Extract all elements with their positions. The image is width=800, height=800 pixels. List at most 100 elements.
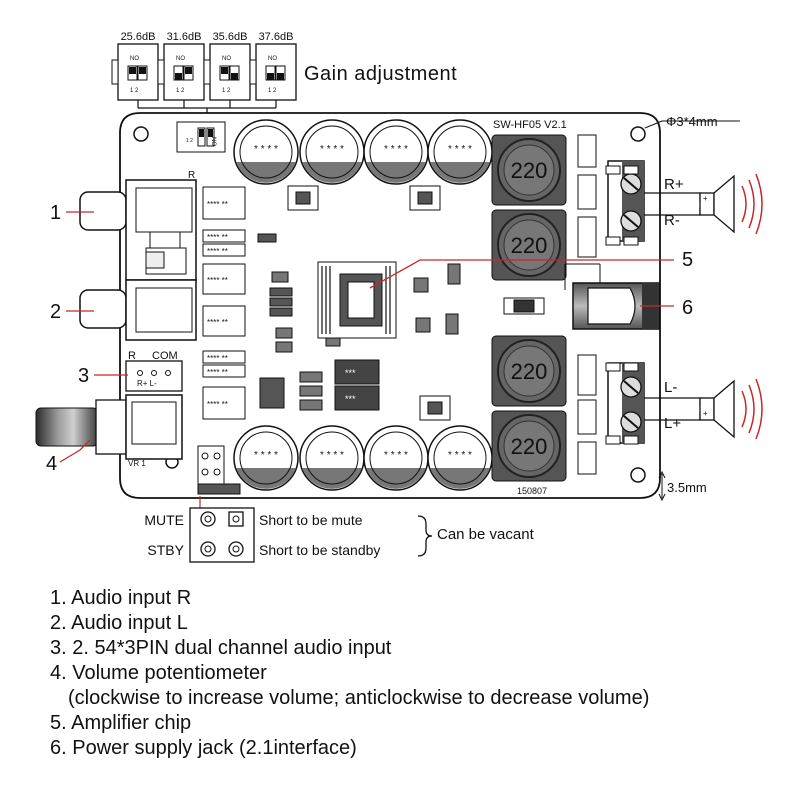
legend-item-2: 2. Audio input L bbox=[50, 612, 188, 634]
capacitor: * * * * bbox=[363, 425, 429, 491]
gain-switch-1-pins: 1 2 bbox=[130, 88, 139, 94]
resistor-mark: **** ** bbox=[207, 354, 228, 363]
right-side-components bbox=[577, 134, 597, 475]
vr-label: VR 1 bbox=[128, 459, 146, 468]
speaker-terminal-right bbox=[605, 160, 645, 246]
legend-item-4: 4. Volume potentiometer bbox=[50, 662, 267, 684]
stby-label: STBY bbox=[147, 542, 184, 558]
callout-3: 3 bbox=[78, 365, 89, 387]
speaker-left-icon: + bbox=[699, 378, 763, 440]
capacitor: * * * * bbox=[427, 119, 493, 185]
board-dip-label: NO bbox=[210, 137, 216, 146]
mute-label: MUTE bbox=[144, 512, 184, 528]
gain-switch-4-db: 37.6dB bbox=[259, 31, 294, 43]
callout-1: 1 bbox=[50, 202, 61, 224]
mute-description: Short to be mute bbox=[259, 512, 363, 528]
mount-hole-top-right bbox=[630, 126, 646, 142]
smd-cap-mark: *** bbox=[345, 368, 356, 378]
board-dip-switch: NO 1 2 bbox=[176, 121, 226, 153]
callout-4: 4 bbox=[46, 453, 57, 475]
legend-item-1: 1. Audio input R bbox=[50, 587, 192, 609]
mute-standby-header-board bbox=[197, 445, 225, 485]
inductor: 220 bbox=[491, 335, 567, 407]
gain-switch-2-on: NO bbox=[176, 56, 185, 62]
speaker-right-icon: + bbox=[699, 173, 763, 235]
speaker-r-minus-label: R- bbox=[664, 212, 680, 229]
volume-potentiometer: VR 1 bbox=[35, 394, 183, 468]
speaker-terminal-left bbox=[605, 362, 645, 445]
resistor-mark: **** ** bbox=[207, 276, 228, 285]
inductor-value: 220 bbox=[511, 359, 548, 384]
mount-hole-top-left bbox=[133, 126, 149, 142]
mount-hole-dimension: Φ3*4mm bbox=[666, 114, 718, 129]
gain-switch-2-db: 31.6dB bbox=[167, 31, 202, 43]
resistor-arrays: **** ** **** ** **** ** **** ** **** ** … bbox=[202, 186, 246, 420]
smd-cap-mark: *** bbox=[345, 394, 356, 404]
resistor-mark: **** ** bbox=[207, 368, 228, 377]
callout-6: 6 bbox=[682, 297, 693, 319]
capacitor: * * * * bbox=[233, 425, 299, 491]
gain-switch-1-on: NO bbox=[130, 56, 139, 62]
svg-text:+: + bbox=[703, 194, 708, 203]
capacitors-bottom: * * * * * * * * * * * * * * * * bbox=[233, 425, 493, 491]
rca-input-right bbox=[79, 179, 197, 281]
gain-switch-4: 37.6dB NO 1 2 bbox=[249, 31, 297, 101]
callouts: 1 2 3 4 5 6 bbox=[46, 202, 693, 475]
board-version: SW-HF05 V2.1 bbox=[493, 119, 567, 131]
callout-2: 2 bbox=[50, 301, 61, 323]
inductor: 220 bbox=[491, 209, 567, 281]
capacitor-mark: * * * * bbox=[384, 450, 408, 461]
capacitor: * * * * bbox=[427, 425, 493, 491]
capacitor-mark: * * * * bbox=[254, 450, 278, 461]
legend-item-4-detail: (clockwise to increase volume; anticlock… bbox=[68, 687, 650, 709]
com-header-r: R bbox=[128, 350, 136, 362]
stby-description: Short to be standby bbox=[259, 542, 380, 558]
gain-switch-3-on: NO bbox=[222, 56, 231, 62]
resistor-mark: **** ** bbox=[207, 200, 228, 209]
inductor: 220 bbox=[491, 410, 567, 482]
com-header-pins: R+ L- bbox=[137, 379, 157, 388]
capacitor: * * * * bbox=[299, 119, 365, 185]
gain-switch-2-pins: 1 2 bbox=[176, 88, 185, 94]
gain-switch-4-on: NO bbox=[268, 56, 277, 62]
board-dip-pins: 1 2 bbox=[186, 138, 193, 144]
gain-switch-1: 25.6dB NO 1 2 bbox=[111, 31, 159, 101]
smd-capacitors: *** *** bbox=[334, 359, 380, 411]
gain-switch-1-db: 25.6dB bbox=[121, 31, 156, 43]
capacitor-mark: * * * * bbox=[448, 450, 472, 461]
vacant-note: Can be vacant bbox=[437, 526, 535, 543]
speaker-r-plus-label: R+ bbox=[664, 176, 684, 193]
gain-switch-3-pins: 1 2 bbox=[222, 88, 231, 94]
mount-hole-bottom-right bbox=[630, 467, 646, 483]
inductor-value: 220 bbox=[511, 233, 548, 258]
capacitor-mark: * * * * bbox=[320, 144, 344, 155]
capacitors-top: * * * * * * * * * * * * * * * * bbox=[233, 119, 493, 185]
capacitor-mark: * * * * bbox=[254, 144, 278, 155]
speaker-l-plus-label: L+ bbox=[664, 415, 681, 432]
resistor-mark: **** ** bbox=[207, 233, 228, 242]
capacitor: * * * * bbox=[233, 119, 299, 185]
gain-switch-2: 31.6dB NO 1 2 bbox=[157, 31, 205, 101]
smd-components bbox=[197, 185, 545, 495]
capacitor-mark: * * * * bbox=[448, 144, 472, 155]
resistor-mark: **** ** bbox=[207, 318, 228, 327]
inductor: 220 bbox=[491, 134, 567, 206]
legend-item-5: 5. Amplifier chip bbox=[50, 712, 192, 734]
gain-adjustment-title: Gain adjustment bbox=[304, 63, 457, 85]
resistor-mark: **** ** bbox=[207, 247, 228, 256]
com-header: R COM R+ L- bbox=[125, 350, 183, 392]
callout-5: 5 bbox=[682, 249, 693, 271]
amplifier-chip bbox=[317, 261, 397, 339]
legend-list: 1. Audio input R 2. Audio input L 3. 2. … bbox=[50, 586, 649, 761]
jumper-detail: MUTE STBY Short to be mute Short to be s… bbox=[144, 496, 535, 563]
capacitor: * * * * bbox=[299, 425, 365, 491]
resistor-mark: **** ** bbox=[207, 400, 228, 409]
legend-item-3: 3. 2. 54*3PIN dual channel audio input bbox=[50, 637, 392, 659]
gain-switch-4-pins: 1 2 bbox=[268, 88, 277, 94]
board-serial: 150807 bbox=[517, 486, 547, 496]
capacitor: * * * * bbox=[363, 119, 429, 185]
capacitor-mark: * * * * bbox=[384, 144, 408, 155]
gain-switch-3: 35.6dB NO 1 2 bbox=[203, 31, 251, 101]
svg-text:+: + bbox=[703, 409, 708, 418]
